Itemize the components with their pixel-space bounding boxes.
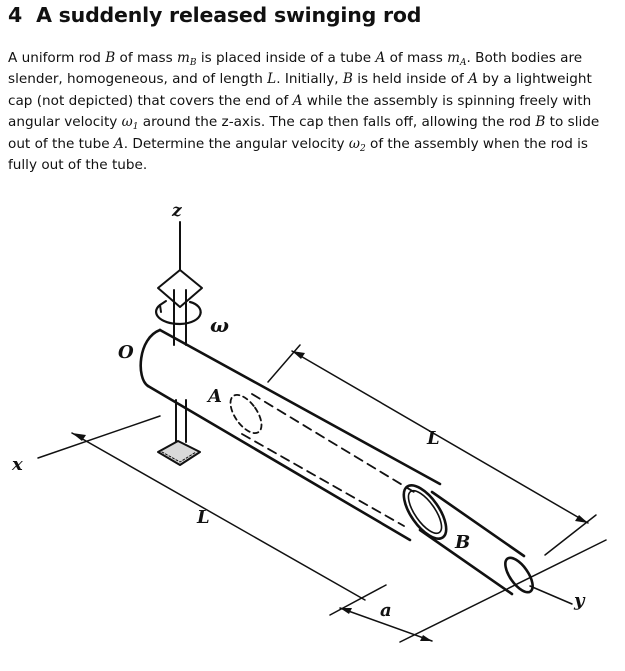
top-bearing-plate xyxy=(157,269,203,308)
omega-arrow xyxy=(155,300,202,326)
problem-title: A suddenly released swinging rod xyxy=(36,3,422,27)
rod-symbol: B xyxy=(105,50,116,66)
dim-line-left xyxy=(71,432,366,601)
rod-end xyxy=(504,556,534,594)
rod-label: B xyxy=(454,532,470,553)
assembly-figure: z O ω A L x L B y a xyxy=(11,201,607,643)
rod-hidden-edges xyxy=(241,393,415,527)
y-axis-line xyxy=(529,585,573,605)
tube-mass-symbol: mA xyxy=(447,50,467,68)
dim-line-a xyxy=(339,607,433,642)
rod-hidden-end xyxy=(229,394,263,434)
dim-line-top xyxy=(291,350,589,524)
bottom-support-plate xyxy=(157,440,201,466)
tube-open-end xyxy=(402,484,448,540)
length-left-label: L xyxy=(196,507,210,528)
offset-label: a xyxy=(380,600,392,621)
tube-symbol: A xyxy=(375,50,386,66)
rod-body xyxy=(418,490,526,596)
length-symbol: L xyxy=(267,71,277,88)
origin-label: O xyxy=(118,342,134,363)
x-axis-line xyxy=(37,415,161,459)
length-top-label: L xyxy=(426,428,440,449)
tube-label: A xyxy=(206,386,222,407)
omega1-symbol: ω1 xyxy=(121,114,139,133)
problem-number: 4 xyxy=(8,3,23,27)
z-axis-label: z xyxy=(171,201,182,221)
tube-near-end xyxy=(139,328,162,388)
omega2-symbol: ω2 xyxy=(348,135,366,154)
tube-body xyxy=(146,328,442,542)
omega-label: ω xyxy=(210,313,229,337)
y-axis-label: y xyxy=(573,590,586,611)
x-axis-label: x xyxy=(11,454,23,475)
rod-mass-symbol: mB xyxy=(177,50,197,68)
problem-heading: 4 A suddenly released swinging rod xyxy=(8,3,421,27)
problem-statement: A uniform rod B of mass mB is placed ins… xyxy=(8,50,600,174)
